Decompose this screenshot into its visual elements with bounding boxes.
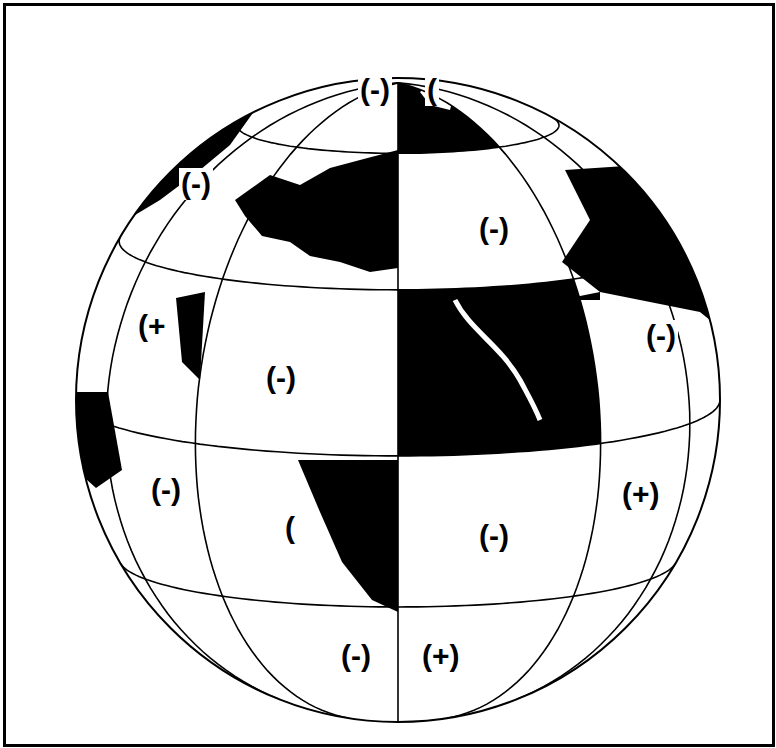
sign-label: (-) xyxy=(477,520,511,552)
sign-label: (+ xyxy=(136,310,168,342)
sign-label: (-) xyxy=(358,74,392,106)
grid-line xyxy=(397,83,399,722)
sign-label: ( xyxy=(283,512,297,544)
sign-label: (-) xyxy=(179,168,213,200)
sign-label: (+) xyxy=(620,478,662,510)
grid-line xyxy=(398,83,601,718)
grid-line xyxy=(195,83,398,718)
sign-label: (-) xyxy=(477,213,511,245)
sign-label: (+) xyxy=(420,640,462,672)
sign-label: (-) xyxy=(149,474,183,506)
shaded-cell xyxy=(398,83,499,153)
shaded-cell xyxy=(398,279,601,456)
sign-label: ( xyxy=(425,74,439,106)
sign-label: (-) xyxy=(644,320,678,352)
sign-label: (-) xyxy=(339,640,373,672)
sign-label: (-) xyxy=(264,362,298,394)
